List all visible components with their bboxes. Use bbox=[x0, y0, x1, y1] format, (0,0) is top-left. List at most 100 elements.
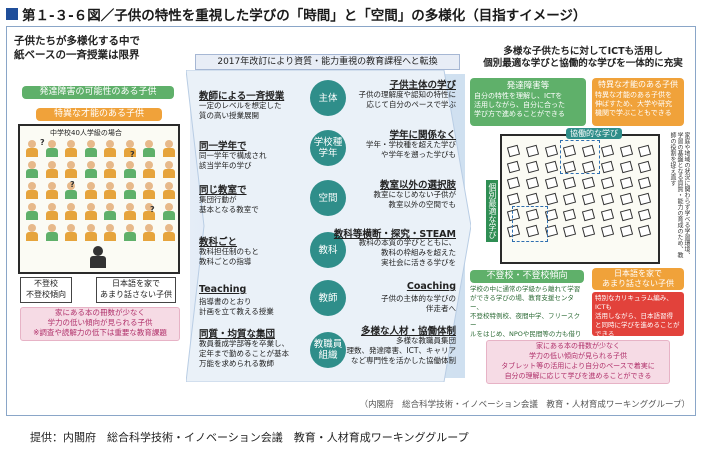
collab-label: 協働的な学び bbox=[566, 128, 622, 139]
tablet-icon bbox=[506, 176, 521, 190]
question-mark: ? bbox=[70, 180, 75, 189]
student-icon bbox=[83, 203, 99, 221]
tablet-icon bbox=[563, 208, 577, 222]
collab-group-outline bbox=[560, 140, 600, 174]
row-right-text: 子供の主体的な学びの 伴走者へ bbox=[381, 294, 456, 313]
row-right-heading: 教室以外の選択肢 bbox=[379, 180, 456, 191]
left-box-books: 家にある本の冊数が少なく 学力の低い傾向が見られる子供 ※調査や読解力の低下は重… bbox=[20, 307, 180, 341]
tablet-icon bbox=[619, 192, 633, 206]
student-icon bbox=[161, 161, 177, 179]
tablet-icon bbox=[563, 192, 577, 206]
center-row-2: 同一学年で 同一学年で構成され 該当学年の学び 学校種 学年 学年に関係なく 学… bbox=[195, 124, 460, 172]
student-icon bbox=[102, 182, 118, 200]
tablet-icon bbox=[619, 144, 633, 158]
student-icon bbox=[44, 182, 60, 200]
right-box-developmental-text: 自分の特性を理解し、ICTを 活用しながら、自分に合った 学び方で進めることがで… bbox=[474, 92, 565, 118]
tablet-icon bbox=[581, 208, 596, 222]
tablet-icon bbox=[638, 224, 652, 238]
tablet-icon bbox=[638, 144, 652, 158]
row-left-text: 指導書のとおり 計画を立て教える授業 bbox=[199, 297, 274, 316]
student-icon bbox=[44, 203, 60, 221]
student-icon bbox=[44, 224, 60, 242]
left-box-truancy: 不登校 不登校傾向 bbox=[20, 277, 72, 303]
row-left-heading: 教師による一斉授業 bbox=[199, 91, 285, 102]
student-icon bbox=[63, 140, 79, 158]
student-icon bbox=[141, 203, 157, 221]
classroom-label: 中学校40人学級の場合 bbox=[50, 129, 122, 137]
row-circle: 教科 bbox=[310, 232, 346, 268]
student-icon bbox=[24, 161, 40, 179]
center-row-4: 教科ごと 教科担任制のもと 教科ごとの指導 教科 教科等横断・探究・STEAM … bbox=[195, 224, 460, 276]
student-icon bbox=[122, 140, 138, 158]
question-mark: ? bbox=[150, 205, 155, 214]
tablet-icon bbox=[506, 192, 521, 206]
tablet-icon bbox=[600, 176, 614, 190]
student-icon bbox=[24, 224, 40, 242]
row-left-heading: 同質・均質な集団 bbox=[199, 329, 276, 340]
right-box-developmental: 発達障害等 自分の特性を理解し、ICTを 活用しながら、自分に合った 学び方で進… bbox=[470, 78, 586, 126]
row-left-text: 一定のレベルを想定した 質の高い授業展開 bbox=[199, 101, 282, 120]
student-icon bbox=[141, 140, 157, 158]
student-icon bbox=[102, 161, 118, 179]
tablet-icon bbox=[619, 208, 633, 222]
center-banner: 2017年改訂により資質・能力重視の教育課程へと転換 bbox=[195, 54, 460, 70]
tablet-icon bbox=[600, 160, 614, 174]
student-icon bbox=[63, 224, 79, 242]
tablet-icon bbox=[600, 192, 614, 206]
student-icon bbox=[102, 140, 118, 158]
title-square-icon bbox=[6, 8, 18, 20]
row-circle: 教師 bbox=[310, 280, 346, 316]
row-circle: 空間 bbox=[310, 180, 346, 216]
tablet-icon bbox=[506, 144, 521, 158]
student-icon bbox=[44, 161, 60, 179]
tablet-icon bbox=[581, 176, 596, 190]
row-right-text: 学年・学校種を超えた学び や学年を遡った学びも bbox=[366, 140, 456, 159]
student-icon bbox=[24, 182, 40, 200]
row-left-heading: 同一学年で bbox=[199, 141, 247, 152]
center-row-3: 同じ教室で 集団行動が 基本となる教室で 空間 教室以外の選択肢 教室になじめな… bbox=[195, 174, 460, 222]
tablet-icon bbox=[600, 144, 614, 158]
row-left-text: 集団行動が 基本となる教室で bbox=[199, 195, 259, 214]
student-icon bbox=[63, 182, 79, 200]
row-left-text: 教員養成学部等を卒業し、 定年まで勤めることが基本 万能を求められる教師 bbox=[199, 339, 289, 368]
tablet-icon bbox=[544, 192, 558, 206]
row-right-text: 教室になじめない子供が 教室以外の空間でも bbox=[373, 190, 457, 209]
student-icon bbox=[83, 224, 99, 242]
left-students bbox=[24, 140, 176, 245]
center-row-1: 教師による一斉授業 一定のレベルを想定した 質の高い授業展開 主体 子供主体の学… bbox=[195, 74, 460, 122]
student-icon bbox=[83, 140, 99, 158]
tablet-icon bbox=[506, 160, 521, 174]
source-inner: （内閣府 総合科学技術・イノベーション会議 教育・人材育成ワーキンググループ） bbox=[359, 400, 690, 410]
right-label-truancy: 不登校・不登校傾向 bbox=[470, 270, 584, 283]
row-left-text: 同一学年で構成され 該当学年の学び bbox=[199, 151, 267, 170]
row-right-text: 教科の本質の学びとともに、 教科の枠組みを超えた 実社会に活きる学びを bbox=[358, 238, 456, 267]
row-circle: 主体 bbox=[310, 80, 346, 116]
row-left-heading: 同じ教室で bbox=[199, 185, 247, 196]
figure-title: 第１-３-６図／子供の特性を重視した学びの「時間」と「空間」の多様化（目指すイメ… bbox=[22, 8, 587, 24]
right-label-language: 日本語を家で あまり話さない子供 bbox=[592, 268, 684, 290]
student-icon bbox=[122, 182, 138, 200]
student-icon bbox=[161, 140, 177, 158]
teacher-icon bbox=[88, 246, 108, 270]
right-box-gifted-text: 特異な才能のある子供を 伸ばすため、大学や研究 機関で学ぶこともできる bbox=[595, 91, 672, 117]
student-icon bbox=[122, 203, 138, 221]
tablet-icon bbox=[619, 176, 633, 190]
student-icon bbox=[161, 203, 177, 221]
student-icon bbox=[83, 182, 99, 200]
student-icon bbox=[63, 161, 79, 179]
row-left-heading: Teaching bbox=[199, 284, 247, 295]
center-arrow-icon bbox=[186, 70, 471, 382]
row-right-heading: 多様な人材・協働体制 bbox=[360, 326, 456, 337]
tablet-icon bbox=[525, 144, 539, 158]
student-icon bbox=[102, 203, 118, 221]
row-circle: 学校種 学年 bbox=[310, 130, 346, 166]
right-box-gifted: 特異な才能のある子供 特異な才能のある子供を 伸ばすため、大学や研究 機関で学ぶ… bbox=[592, 78, 684, 126]
row-right-heading: 教科等横断・探究・STEAM bbox=[333, 229, 456, 240]
tablet-icon bbox=[638, 208, 652, 222]
question-mark: ? bbox=[40, 138, 45, 147]
student-icon bbox=[63, 203, 79, 221]
tablet-icon bbox=[638, 176, 652, 190]
right-box-gifted-label: 特異な才能のある子供 bbox=[598, 80, 678, 89]
tablet-icon bbox=[638, 160, 652, 174]
question-mark: ? bbox=[130, 150, 135, 159]
